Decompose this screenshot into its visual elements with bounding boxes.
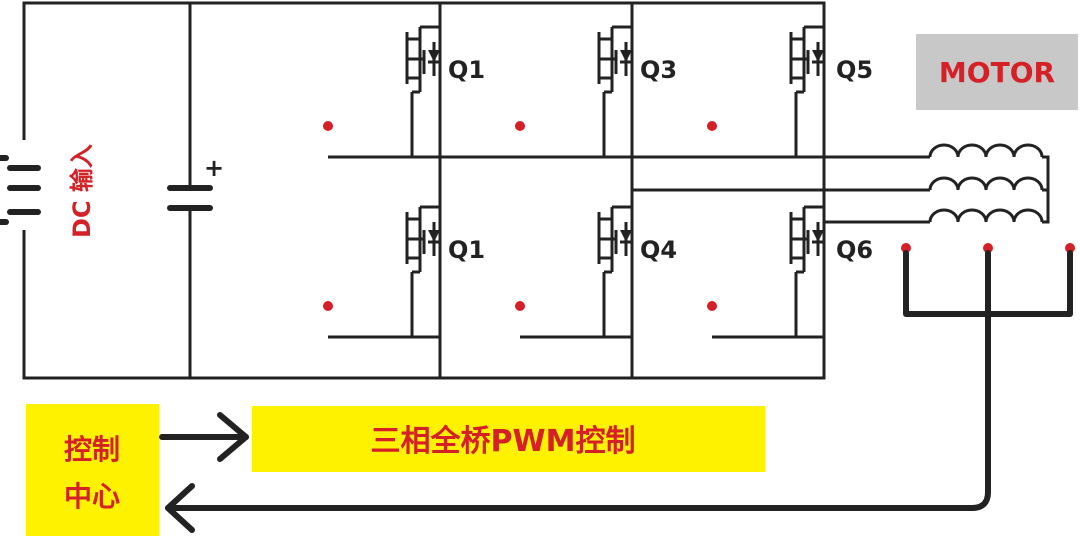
capacitor-plus-sign: + [204,154,224,182]
sensor-pin-1 [901,243,911,253]
motor-box [916,34,1078,110]
control-center-line1: 控制 [64,433,120,466]
label-q3: Q3 [640,56,677,84]
control-output-arrow-head [217,412,249,462]
label-q1-bottom: Q1 [448,236,485,264]
gate-dot-q5 [707,121,717,131]
mosfet-q1-bottom [326,205,442,339]
mosfet-q4 [518,205,634,339]
label-q1-top: Q1 [448,56,485,84]
pwm-control-box [252,406,765,472]
gate-dot-q3 [515,121,525,131]
gate-dot-q1-top [323,121,333,131]
label-q4: Q4 [640,236,677,264]
mosfet-q1-top [326,25,442,159]
pwm-control-label: 三相全桥PWM控制 [371,424,636,459]
mosfet-q5 [710,25,826,159]
mosfet-q6 [710,205,826,339]
motor-label: MOTOR [939,56,1055,89]
gate-dot-q4 [515,301,525,311]
sensor-pin-2 [983,243,993,253]
label-q6: Q6 [836,236,873,264]
control-center-line2: 中心 [64,480,120,513]
gate-dot-q6 [707,301,717,311]
label-q5: Q5 [836,56,873,84]
feedback-arrow-head [165,483,195,533]
motor-coil-c [928,208,1044,223]
sensor-pin-3 [1065,243,1075,253]
motor-coil-a [928,143,1044,158]
motor-coil-b [928,176,1044,191]
dc-input-label: DC 输入 [68,144,96,238]
gate-dot-q1-bottom [323,301,333,311]
control-center-box [26,404,159,536]
mosfet-q3 [518,25,634,159]
feedback-line [165,311,991,511]
